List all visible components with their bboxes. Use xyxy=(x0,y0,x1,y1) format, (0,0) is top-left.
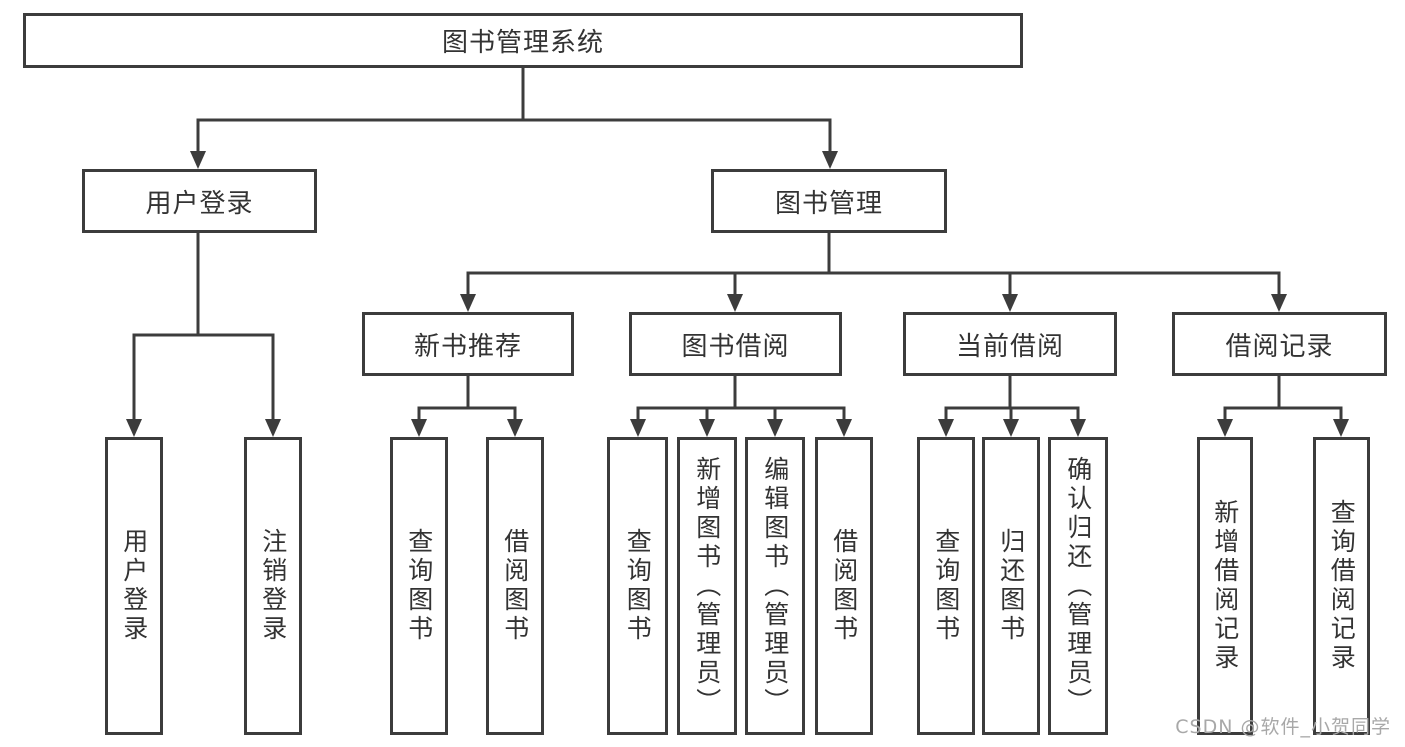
leaf-query-borrow-records: 查询借阅记录 xyxy=(1313,437,1370,735)
connector-root-to-level2 xyxy=(190,68,838,169)
leaf-add-borrow-record: 新增借阅记录 xyxy=(1197,437,1253,735)
leaf-query-books-borrow: 查询图书 xyxy=(607,437,668,735)
csdn-watermark: CSDN @软件_小贺同学 xyxy=(1175,716,1391,738)
node-library-management-system: 图书管理系统 xyxy=(23,13,1023,68)
connector-current-borrow-to-leaves xyxy=(938,376,1086,437)
node-new-book-recommendation: 新书推荐 xyxy=(362,312,574,376)
leaf-query-books-newbook: 查询图书 xyxy=(390,437,448,735)
node-label: 编辑图书（管理员） xyxy=(760,455,790,717)
node-book-management: 图书管理 xyxy=(711,169,947,233)
node-label: 新书推荐 xyxy=(413,331,522,362)
connector-book-mgmt-to-level3 xyxy=(460,233,1287,312)
node-current-borrowing: 当前借阅 xyxy=(903,312,1117,376)
node-label: 确认归还（管理员） xyxy=(1063,455,1093,717)
leaf-return-books: 归还图书 xyxy=(982,437,1040,735)
node-user-login: 用户登录 xyxy=(82,169,317,233)
node-label: 图书管理系统 xyxy=(441,28,604,58)
node-label: 归还图书 xyxy=(996,528,1026,644)
node-label: 借阅图书 xyxy=(829,528,859,644)
node-label: 查询借阅记录 xyxy=(1327,499,1357,673)
node-label: 查询图书 xyxy=(931,528,961,644)
leaf-borrow-books-newbook: 借阅图书 xyxy=(486,437,544,735)
node-book-borrowing: 图书借阅 xyxy=(629,312,842,376)
node-label: 借阅记录 xyxy=(1225,331,1334,362)
node-label: 当前借阅 xyxy=(955,331,1064,362)
leaf-query-books-current: 查询图书 xyxy=(917,437,975,735)
leaf-user-login: 用户登录 xyxy=(105,437,163,735)
leaf-borrow-books: 借阅图书 xyxy=(815,437,873,735)
node-label: 新增图书（管理员） xyxy=(692,455,722,717)
node-label: 借阅图书 xyxy=(500,528,530,644)
connector-new-book-to-leaves xyxy=(411,376,523,437)
node-label: 用户登录 xyxy=(145,188,254,219)
leaf-add-books-admin: 新增图书（管理员） xyxy=(677,437,737,735)
node-borrowing-records: 借阅记录 xyxy=(1172,312,1387,376)
node-label: 注销登录 xyxy=(258,528,288,644)
node-label: 查询图书 xyxy=(404,528,434,644)
node-label: 图书管理 xyxy=(774,188,883,219)
node-label: 查询图书 xyxy=(623,528,653,644)
leaf-confirm-return-admin: 确认归还（管理员） xyxy=(1048,437,1108,735)
leaf-edit-books-admin: 编辑图书（管理员） xyxy=(745,437,805,735)
connector-borrow-records-to-leaves xyxy=(1217,376,1349,437)
node-label: 图书借阅 xyxy=(681,331,790,362)
node-label: 新增借阅记录 xyxy=(1210,499,1240,673)
node-label: 用户登录 xyxy=(119,528,149,644)
connector-book-borrow-to-leaves xyxy=(630,376,852,437)
connector-user-login-to-leaves xyxy=(126,233,281,437)
leaf-logout: 注销登录 xyxy=(244,437,302,735)
